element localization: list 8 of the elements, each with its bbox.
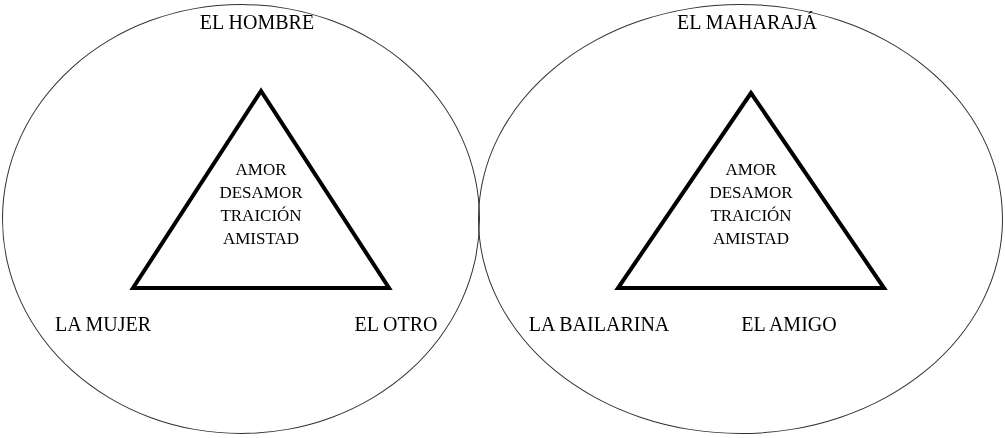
triangle-text: AMOR DESAMOR TRAICIÓN AMISTAD <box>708 159 794 250</box>
corner-label: LA MUJER <box>54 313 152 336</box>
triangle-text: AMOR DESAMOR TRAICIÓN AMISTAD <box>218 159 304 250</box>
corner-label: EL AMIGO <box>741 313 837 336</box>
corner-label: EL MAHARAJÁ <box>677 11 817 34</box>
corner-label: EL HOMBRE <box>199 11 315 34</box>
corner-label: LA BAILARINA <box>528 313 670 336</box>
corner-label: EL OTRO <box>354 313 438 336</box>
